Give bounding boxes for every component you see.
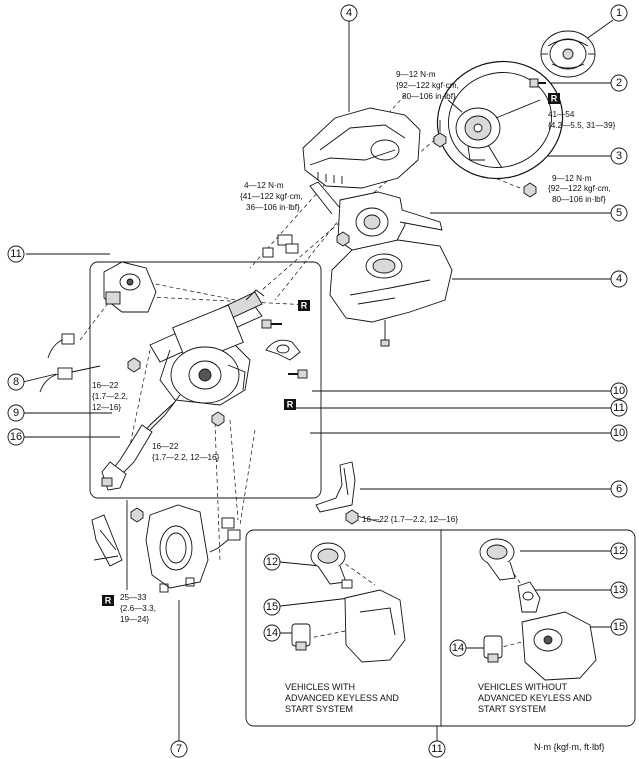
- replace-badge-text: R: [105, 596, 112, 606]
- airbag-module: [540, 30, 596, 78]
- torque-nut-right-1: 9—12 N·m: [552, 174, 592, 183]
- callout-circles: [7, 4, 628, 758]
- torque-switch-3: 36—106 in·lbf}: [246, 203, 300, 212]
- callout-9: 9: [13, 407, 19, 419]
- nut-top: [433, 120, 447, 148]
- torque-wheel-bolt-1: 41—54: [548, 110, 575, 119]
- caption-without-keyless-1: VEHICLES WITHOUT: [478, 682, 568, 692]
- torque-nut-top-3: 80—106 in·lbf}: [402, 92, 456, 101]
- column-harness: [39, 333, 101, 393]
- torque-column-mid-1: 16—22: [152, 442, 179, 451]
- callout-12-right: 12: [613, 545, 625, 557]
- replace-badge: [548, 93, 560, 104]
- variant-left-parts: [291, 542, 406, 663]
- wheel-bolt: [529, 78, 546, 88]
- callout-13: 13: [613, 584, 625, 596]
- replace-badge-text: R: [287, 400, 294, 410]
- torque-joint-2: {2.6—3.3,: [120, 604, 156, 613]
- callout-6: 6: [616, 483, 622, 495]
- boot-harness: [209, 517, 241, 553]
- replace-badge: [102, 595, 114, 606]
- caption-with-keyless-3: START SYSTEM: [285, 704, 353, 714]
- callout-3: 3: [616, 150, 622, 162]
- callout-4-lower: 4: [616, 273, 622, 285]
- units-note: N·m {kgf·m, ft·lbf}: [534, 742, 605, 752]
- intermediate-shaft: [91, 514, 123, 567]
- torque-joint-1: 25—33: [120, 593, 147, 602]
- torque-column-left-3: 12—16}: [92, 403, 121, 412]
- callout-16: 16: [10, 431, 22, 443]
- column-bolt-lower: [288, 369, 308, 379]
- torque-column-left-2: {1.7—2.2,: [92, 392, 128, 401]
- callout-5: 5: [616, 207, 622, 219]
- column-boot: [145, 504, 209, 593]
- caption-with-keyless-2: ADVANCED KEYLESS AND: [285, 693, 399, 703]
- replace-badge-text: R: [301, 301, 308, 311]
- column-cover-lower: [329, 239, 453, 347]
- torque-column-mid-2: {1.7—2.2, 12—16}: [152, 453, 220, 462]
- callout-11-variants: 11: [431, 743, 442, 755]
- caption-with-keyless-1: VEHICLES WITH: [285, 682, 355, 692]
- harness-connectors-top: [262, 234, 299, 258]
- callout-14-left: 14: [266, 627, 278, 639]
- callout-1: 1: [616, 7, 622, 19]
- callout-12-left: 12: [266, 556, 278, 568]
- torque-nut-right-3: 80—106 in·lbf}: [552, 195, 606, 204]
- callout-15-right: 15: [613, 621, 625, 633]
- callout-14-right: 14: [452, 642, 464, 654]
- column-assembly-frame: [89, 261, 322, 499]
- callout-numbers: 1 2 3 4 4 5 6 7 8 9 10 10 11 11 11 12 12…: [10, 7, 625, 755]
- column-clamp: [265, 339, 301, 361]
- torque-nut-right-2: {92—122 kgf·cm,: [548, 184, 611, 193]
- callout-15-left: 15: [266, 601, 278, 613]
- torque-column-left-1: 16—22: [92, 381, 119, 390]
- joint-nut: [130, 507, 144, 523]
- torque-nut-top-2: {92—122 kgf·cm,: [396, 81, 459, 90]
- steering-lock-unit: [103, 261, 157, 313]
- caption-without-keyless-2: ADVANCED KEYLESS AND: [478, 693, 592, 703]
- callout-7: 7: [176, 743, 182, 755]
- callout-11-clamp: 11: [613, 402, 624, 414]
- leader-lines: [22, 19, 614, 745]
- variant-captions: VEHICLES WITH ADVANCED KEYLESS AND START…: [285, 682, 592, 714]
- bracket-nut: [345, 509, 359, 525]
- callout-10-upper: 10: [613, 385, 625, 397]
- torque-switch-2: {41—122 kgf·cm,: [240, 192, 303, 201]
- column-cover-upper: [302, 107, 421, 189]
- callout-11-lock: 11: [10, 248, 21, 260]
- torque-nut-top-1: 9—12 N·m: [396, 70, 436, 79]
- replace-badge: [284, 399, 296, 410]
- callout-10-lower: 10: [613, 427, 625, 439]
- caption-without-keyless-3: START SYSTEM: [478, 704, 546, 714]
- callout-4-upper: 4: [346, 7, 352, 19]
- combination-switch: [309, 181, 443, 263]
- callout-2: 2: [616, 77, 622, 89]
- column-nut-mid: [211, 411, 225, 427]
- nut-right: [523, 182, 537, 198]
- column-bracket: [315, 461, 356, 513]
- torque-wheel-bolt-2: {4.2—5.5, 31—39}: [548, 121, 616, 130]
- assembly-dashed-lines: [79, 94, 541, 651]
- variant-right-parts: [479, 538, 597, 681]
- column-bolt-upper: [261, 319, 282, 329]
- variant-frame: [245, 529, 636, 727]
- column-nut-left: [127, 357, 141, 373]
- torque-switch-1: 4—12 N·m: [244, 181, 284, 190]
- replace-badge: [298, 300, 310, 311]
- torque-specs: 9—12 N·m {92—122 kgf·cm, 80—106 in·lbf} …: [92, 70, 616, 624]
- replace-badges: R R R R: [102, 93, 560, 606]
- torque-joint-3: 19—24}: [120, 615, 149, 624]
- torque-bracket: 16—22 {1.7—2.2, 12—16}: [362, 515, 458, 524]
- steering-column: [101, 289, 265, 491]
- replace-badge-text: R: [551, 94, 558, 104]
- callout-8: 8: [13, 376, 19, 388]
